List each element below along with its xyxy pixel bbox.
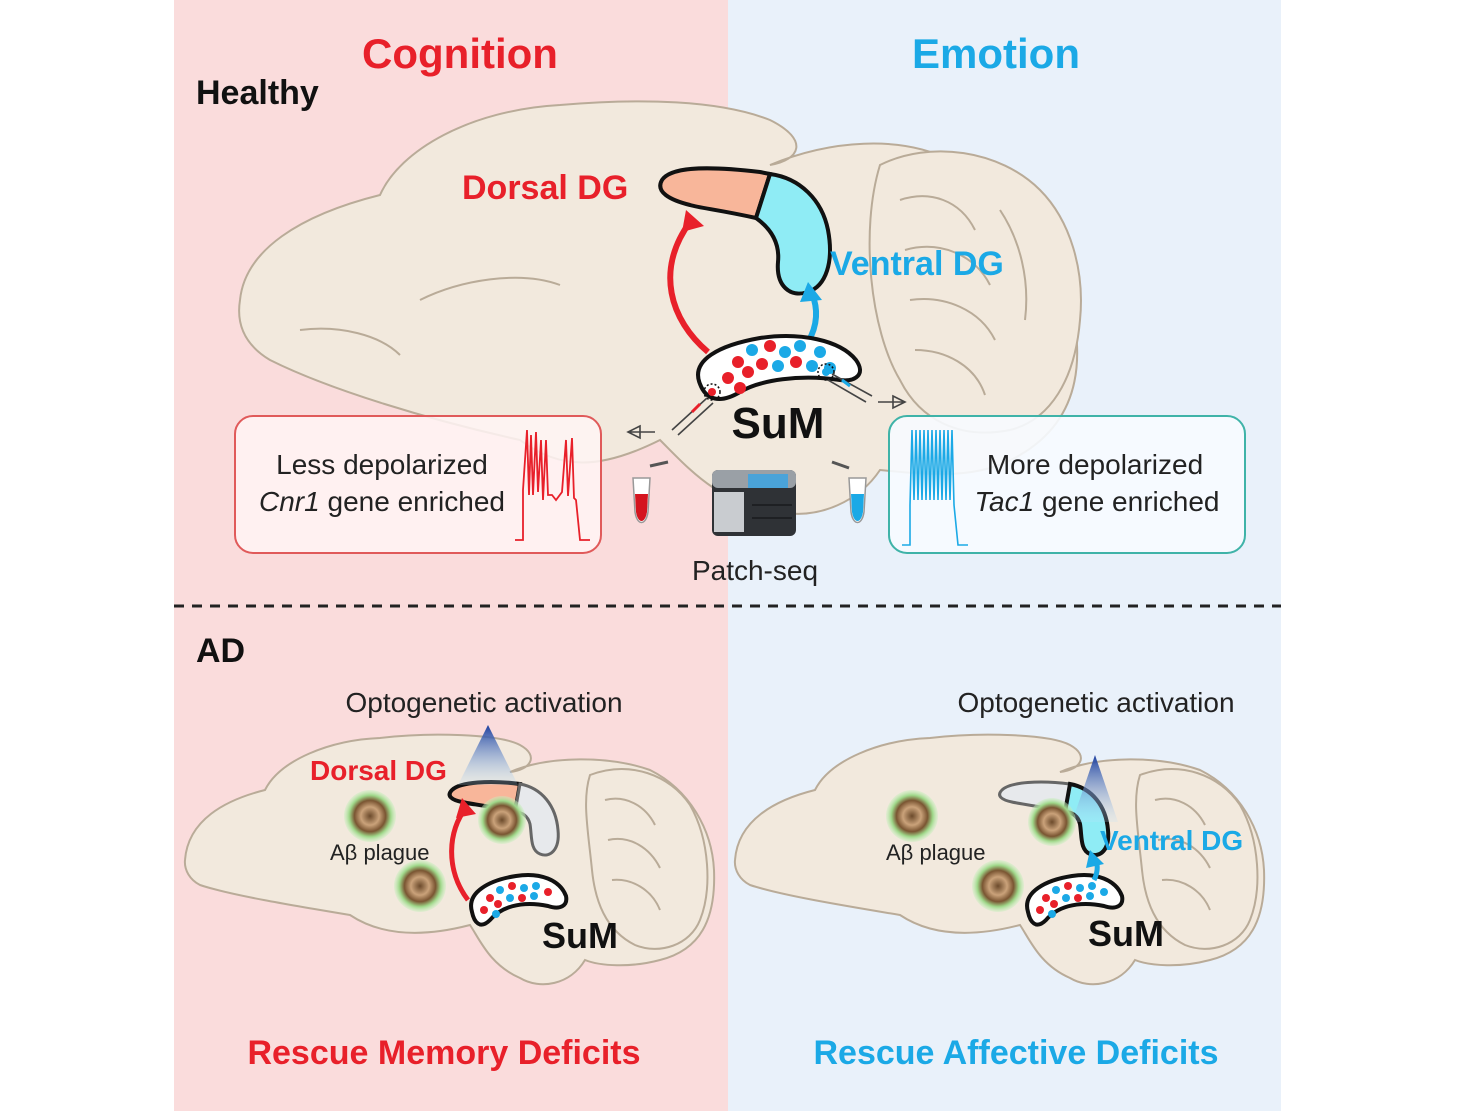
ad-left-ventral-dg [513,782,560,857]
sum-to-dorsal-arrow [667,220,710,355]
patch-pipettes [626,373,907,440]
cognition-header: Cognition [362,30,558,77]
right-ephys-box: More depolarized Tac1 gene enriched [888,415,1246,554]
healthy-brain-diagram: SuM Dorsal DG Ventral DG [238,100,1082,515]
sum-label: SuM [732,399,825,448]
healthy-label: Healthy [196,74,319,112]
ad-right-light-cone [1072,755,1118,822]
right-spike-trace [902,429,968,546]
sample-tubes [632,460,867,524]
left-spike-trace [515,429,590,541]
ad-left-stim-label: Optogenetic activation [345,687,622,718]
ad-left-sum-neurons [480,882,552,918]
left-box-line2: Cnr1 gene enriched [259,486,505,517]
patch-seq-label: Patch-seq [692,555,818,586]
ad-left-dg-label: Dorsal DG [310,755,447,786]
ad-left-brain-diagram [183,725,716,986]
ventral-dg-label: Ventral DG [830,245,1004,283]
dorsal-dg-label: Dorsal DG [462,169,628,207]
rescue-memory-label: Rescue Memory Deficits [247,1034,640,1072]
right-box-line1: More depolarized [987,449,1203,480]
left-ephys-box: Less depolarized Cnr1 gene enriched [234,415,602,554]
left-box-line1: Less depolarized [276,449,488,480]
ad-right-plaque-1 [886,790,938,842]
ad-right-stim-label: Optogenetic activation [957,687,1234,718]
ad-right-sum-neurons [1036,882,1108,918]
ad-left-plaque-3 [394,860,446,912]
right-box-line2: Tac1 gene enriched [975,486,1220,517]
ad-left-plaque-2 [478,796,526,844]
ad-right-plaque-3 [972,860,1024,912]
ad-left-plaque-label: Aβ plague [330,840,430,865]
ad-left-light-cone [458,725,518,785]
ad-right-sum-label: SuM [1088,913,1164,954]
ad-right-plaque-label: Aβ plague [886,840,986,865]
rescue-affective-label: Rescue Affective Deficits [813,1034,1218,1072]
ad-left-sum-label: SuM [542,915,618,956]
ad-right-dg-label: Ventral DG [1100,825,1243,856]
ad-right-brain-diagram [733,733,1266,986]
ad-label: AD [196,632,245,670]
sequencer-icon [712,470,796,536]
dorsal-dg-region [658,166,773,221]
ad-right-plaque-2 [1028,798,1076,846]
brain-cerebellum [868,150,1082,434]
sum-neurons [703,340,836,401]
emotion-header: Emotion [912,30,1080,77]
ad-left-plaque-1 [344,790,396,842]
